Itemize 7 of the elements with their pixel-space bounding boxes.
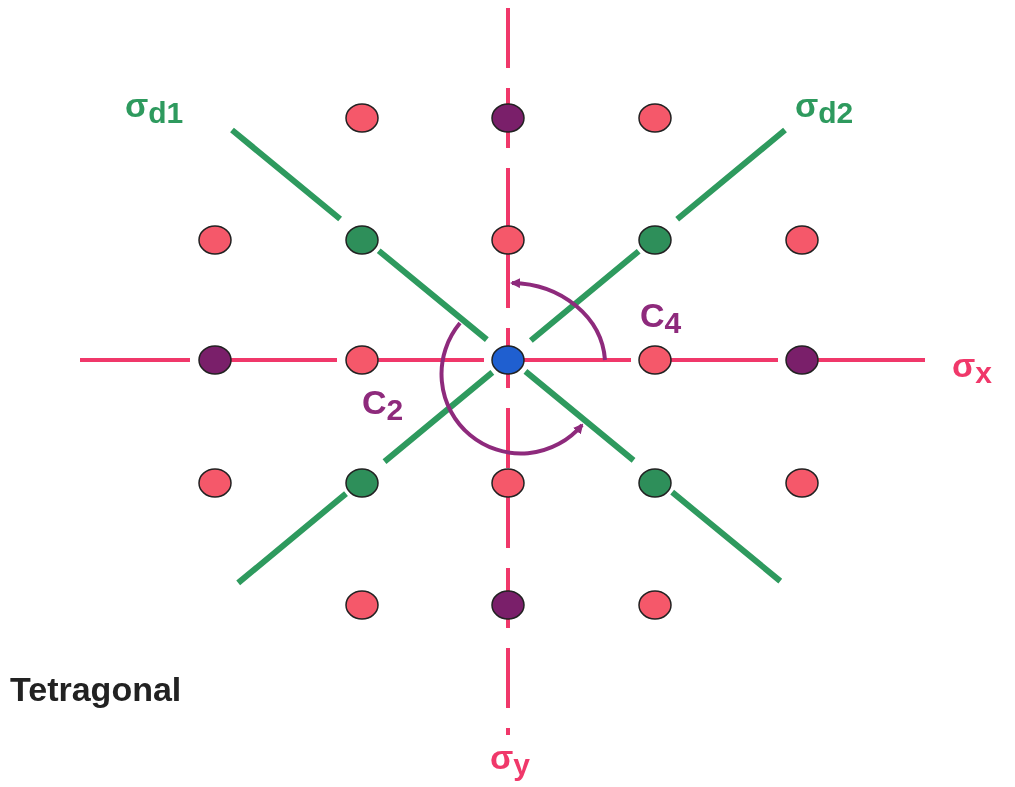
rotation-label: C$_{4}$ (640, 298, 682, 338)
mirror-label: σ$_{d2}$ (795, 88, 854, 128)
mirror-label: σ$_{x}$ (952, 348, 992, 388)
mirror-label: σ$_{d1}$ (125, 88, 184, 128)
mirror-label: σ$_{y}$ (490, 740, 530, 780)
rotation-label: C$_{2}$ (362, 385, 404, 425)
title: Tetragonal (10, 672, 182, 706)
